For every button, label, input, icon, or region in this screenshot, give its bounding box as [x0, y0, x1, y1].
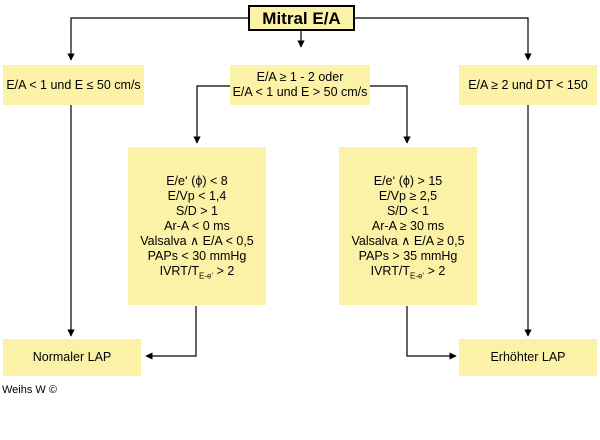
- title-box: Mitral E/A: [248, 5, 355, 31]
- elevated-criterion: E/Vp ≥ 2,5: [378, 188, 438, 203]
- normal-criterion: E/Vp < 1,4: [167, 188, 227, 203]
- elevated-criterion: Valsalva ∧ E/A ≥ 0,5: [351, 233, 465, 248]
- center-condition-line-2: E/A < 1 und E > 50 cm/s: [232, 85, 368, 99]
- normal-criterion: E/e‘ (ϕ) < 8: [166, 173, 228, 188]
- arrow-center-to-elevated-criteria: [370, 85, 411, 144]
- left-condition-box: E/A < 1 und E ≤ 50 cm/s: [3, 65, 144, 105]
- center-condition-box: E/A ≥ 1 - 2 oder E/A < 1 und E > 50 cm/s: [230, 65, 370, 105]
- elevated-criteria-box: E/e‘ (ϕ) > 15 E/Vp ≥ 2,5 S/D < 1 Ar-A ≥ …: [339, 147, 477, 305]
- right-condition-box: E/A ≥ 2 und DT < 150: [459, 65, 597, 105]
- normal-outcome-box: Normaler LAP: [3, 339, 141, 376]
- normal-criterion: IVRT/TE-e‘ > 2: [159, 263, 235, 280]
- normal-criteria-box: E/e‘ (ϕ) < 8 E/Vp < 1,4 S/D > 1 Ar-A < 0…: [128, 147, 266, 305]
- normal-criterion: PAPs < 30 mmHg: [147, 248, 247, 263]
- normal-criterion: Valsalva ∧ E/A < 0,5: [140, 233, 254, 248]
- normal-criterion: Ar-A < 0 ms: [164, 218, 230, 233]
- elevated-criterion: PAPs > 35 mmHg: [358, 248, 458, 263]
- normal-outcome: Normaler LAP: [32, 350, 112, 364]
- left-condition: E/A < 1 und E ≤ 50 cm/s: [6, 77, 141, 92]
- arrow-normal-criteria-to-outcome: [145, 306, 197, 360]
- arrow-title-to-left: [67, 17, 248, 61]
- normal-criterion: S/D > 1: [175, 203, 219, 218]
- right-condition: E/A ≥ 2 und DT < 150: [468, 77, 588, 92]
- arrow-elevated-criteria-to-outcome: [406, 306, 457, 360]
- elevated-criterion: S/D < 1: [386, 203, 430, 218]
- arrow-center-to-normal-criteria: [193, 85, 230, 144]
- elevated-criterion: E/e‘ (ϕ) > 15: [373, 173, 443, 188]
- elevated-outcome: Erhöhter LAP: [490, 350, 566, 364]
- elevated-outcome-box: Erhöhter LAP: [459, 339, 597, 376]
- title: Mitral E/A: [262, 8, 341, 28]
- copyright-credit: Weihs W ©: [2, 384, 57, 396]
- center-condition-line-1: E/A ≥ 1 - 2 oder: [256, 70, 344, 84]
- elevated-criterion: IVRT/TE-e‘ > 2: [370, 263, 446, 280]
- elevated-criterion: Ar-A ≥ 30 ms: [371, 218, 445, 233]
- arrow-title-to-right: [355, 17, 532, 61]
